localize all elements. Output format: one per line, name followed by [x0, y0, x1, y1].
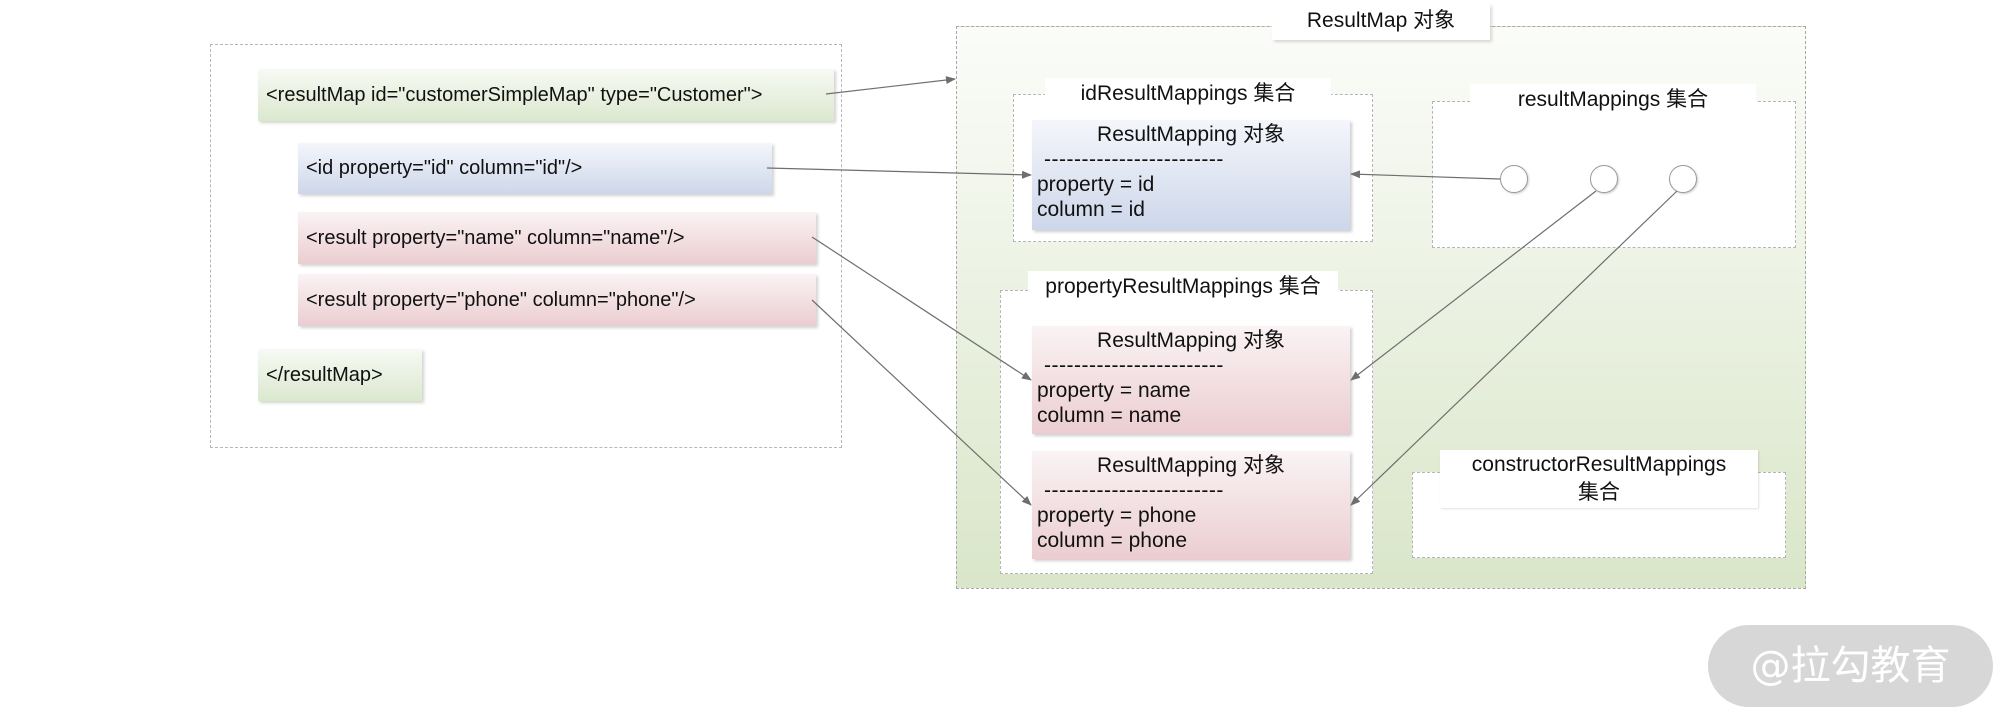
resultmap-close-tag: </resultMap> — [258, 349, 422, 401]
result-mapping-property: property = id — [1037, 173, 1155, 196]
result-mapping-column: column = name — [1037, 404, 1182, 427]
id-result-mappings-title: idResultMappings 集合 — [1045, 78, 1331, 110]
result-mapping-title: ResultMapping 对象 — [1097, 329, 1285, 352]
result-mapping-reference-3 — [1669, 165, 1697, 193]
result-mapping-column: column = id — [1037, 198, 1145, 221]
name-result-mapping-object: ResultMapping 对象 -----------------------… — [1032, 326, 1350, 434]
result-phone-element-text: <result property="phone" column="phone"/… — [306, 288, 696, 311]
result-mapping-separator: ------------------------ — [1044, 354, 1224, 377]
resultmap-open-tag-text: <resultMap id="customerSimpleMap" type="… — [266, 83, 763, 106]
open-tag-to-resultmap-arrow — [825, 76, 956, 95]
resultmap-close-tag-text: </resultMap> — [266, 363, 383, 386]
result-mapping-reference-1 — [1500, 165, 1528, 193]
result-name-element-text: <result property="name" column="name"/> — [306, 226, 685, 249]
property-result-mappings-title: propertyResultMappings 集合 — [1028, 271, 1338, 303]
id-element: <id property="id" column="id"/> — [298, 143, 772, 194]
resultmap-open-tag: <resultMap id="customerSimpleMap" type="… — [258, 69, 834, 121]
result-mappings-title: resultMappings 集合 — [1470, 84, 1756, 116]
result-mapping-separator: ------------------------ — [1044, 148, 1224, 171]
constructor-title-line2: 集合 — [1578, 481, 1620, 504]
id-element-text: <id property="id" column="id"/> — [306, 157, 583, 179]
result-mapping-title: ResultMapping 对象 — [1097, 123, 1285, 146]
result-mapping-property: property = phone — [1037, 504, 1197, 527]
id-result-mapping-object: ResultMapping 对象 -----------------------… — [1032, 120, 1350, 230]
result-phone-element: <result property="phone" column="phone"/… — [298, 274, 816, 326]
result-mapping-column: column = phone — [1037, 529, 1188, 552]
resultmap-object-title: ResultMap 对象 — [1272, 4, 1490, 40]
result-mapping-reference-2 — [1590, 165, 1618, 193]
result-mapping-title: ResultMapping 对象 — [1097, 454, 1285, 477]
result-name-element: <result property="name" column="name"/> — [298, 212, 816, 264]
constructor-result-mappings-title: constructorResultMappings 集合 — [1440, 450, 1758, 508]
watermark-badge: @拉勾教育 — [1708, 625, 1993, 707]
phone-result-mapping-object: ResultMapping 对象 -----------------------… — [1032, 451, 1350, 559]
result-mapping-property: property = name — [1037, 379, 1191, 402]
result-mapping-separator: ------------------------ — [1044, 479, 1224, 502]
constructor-title-line1: constructorResultMappings — [1471, 453, 1727, 476]
